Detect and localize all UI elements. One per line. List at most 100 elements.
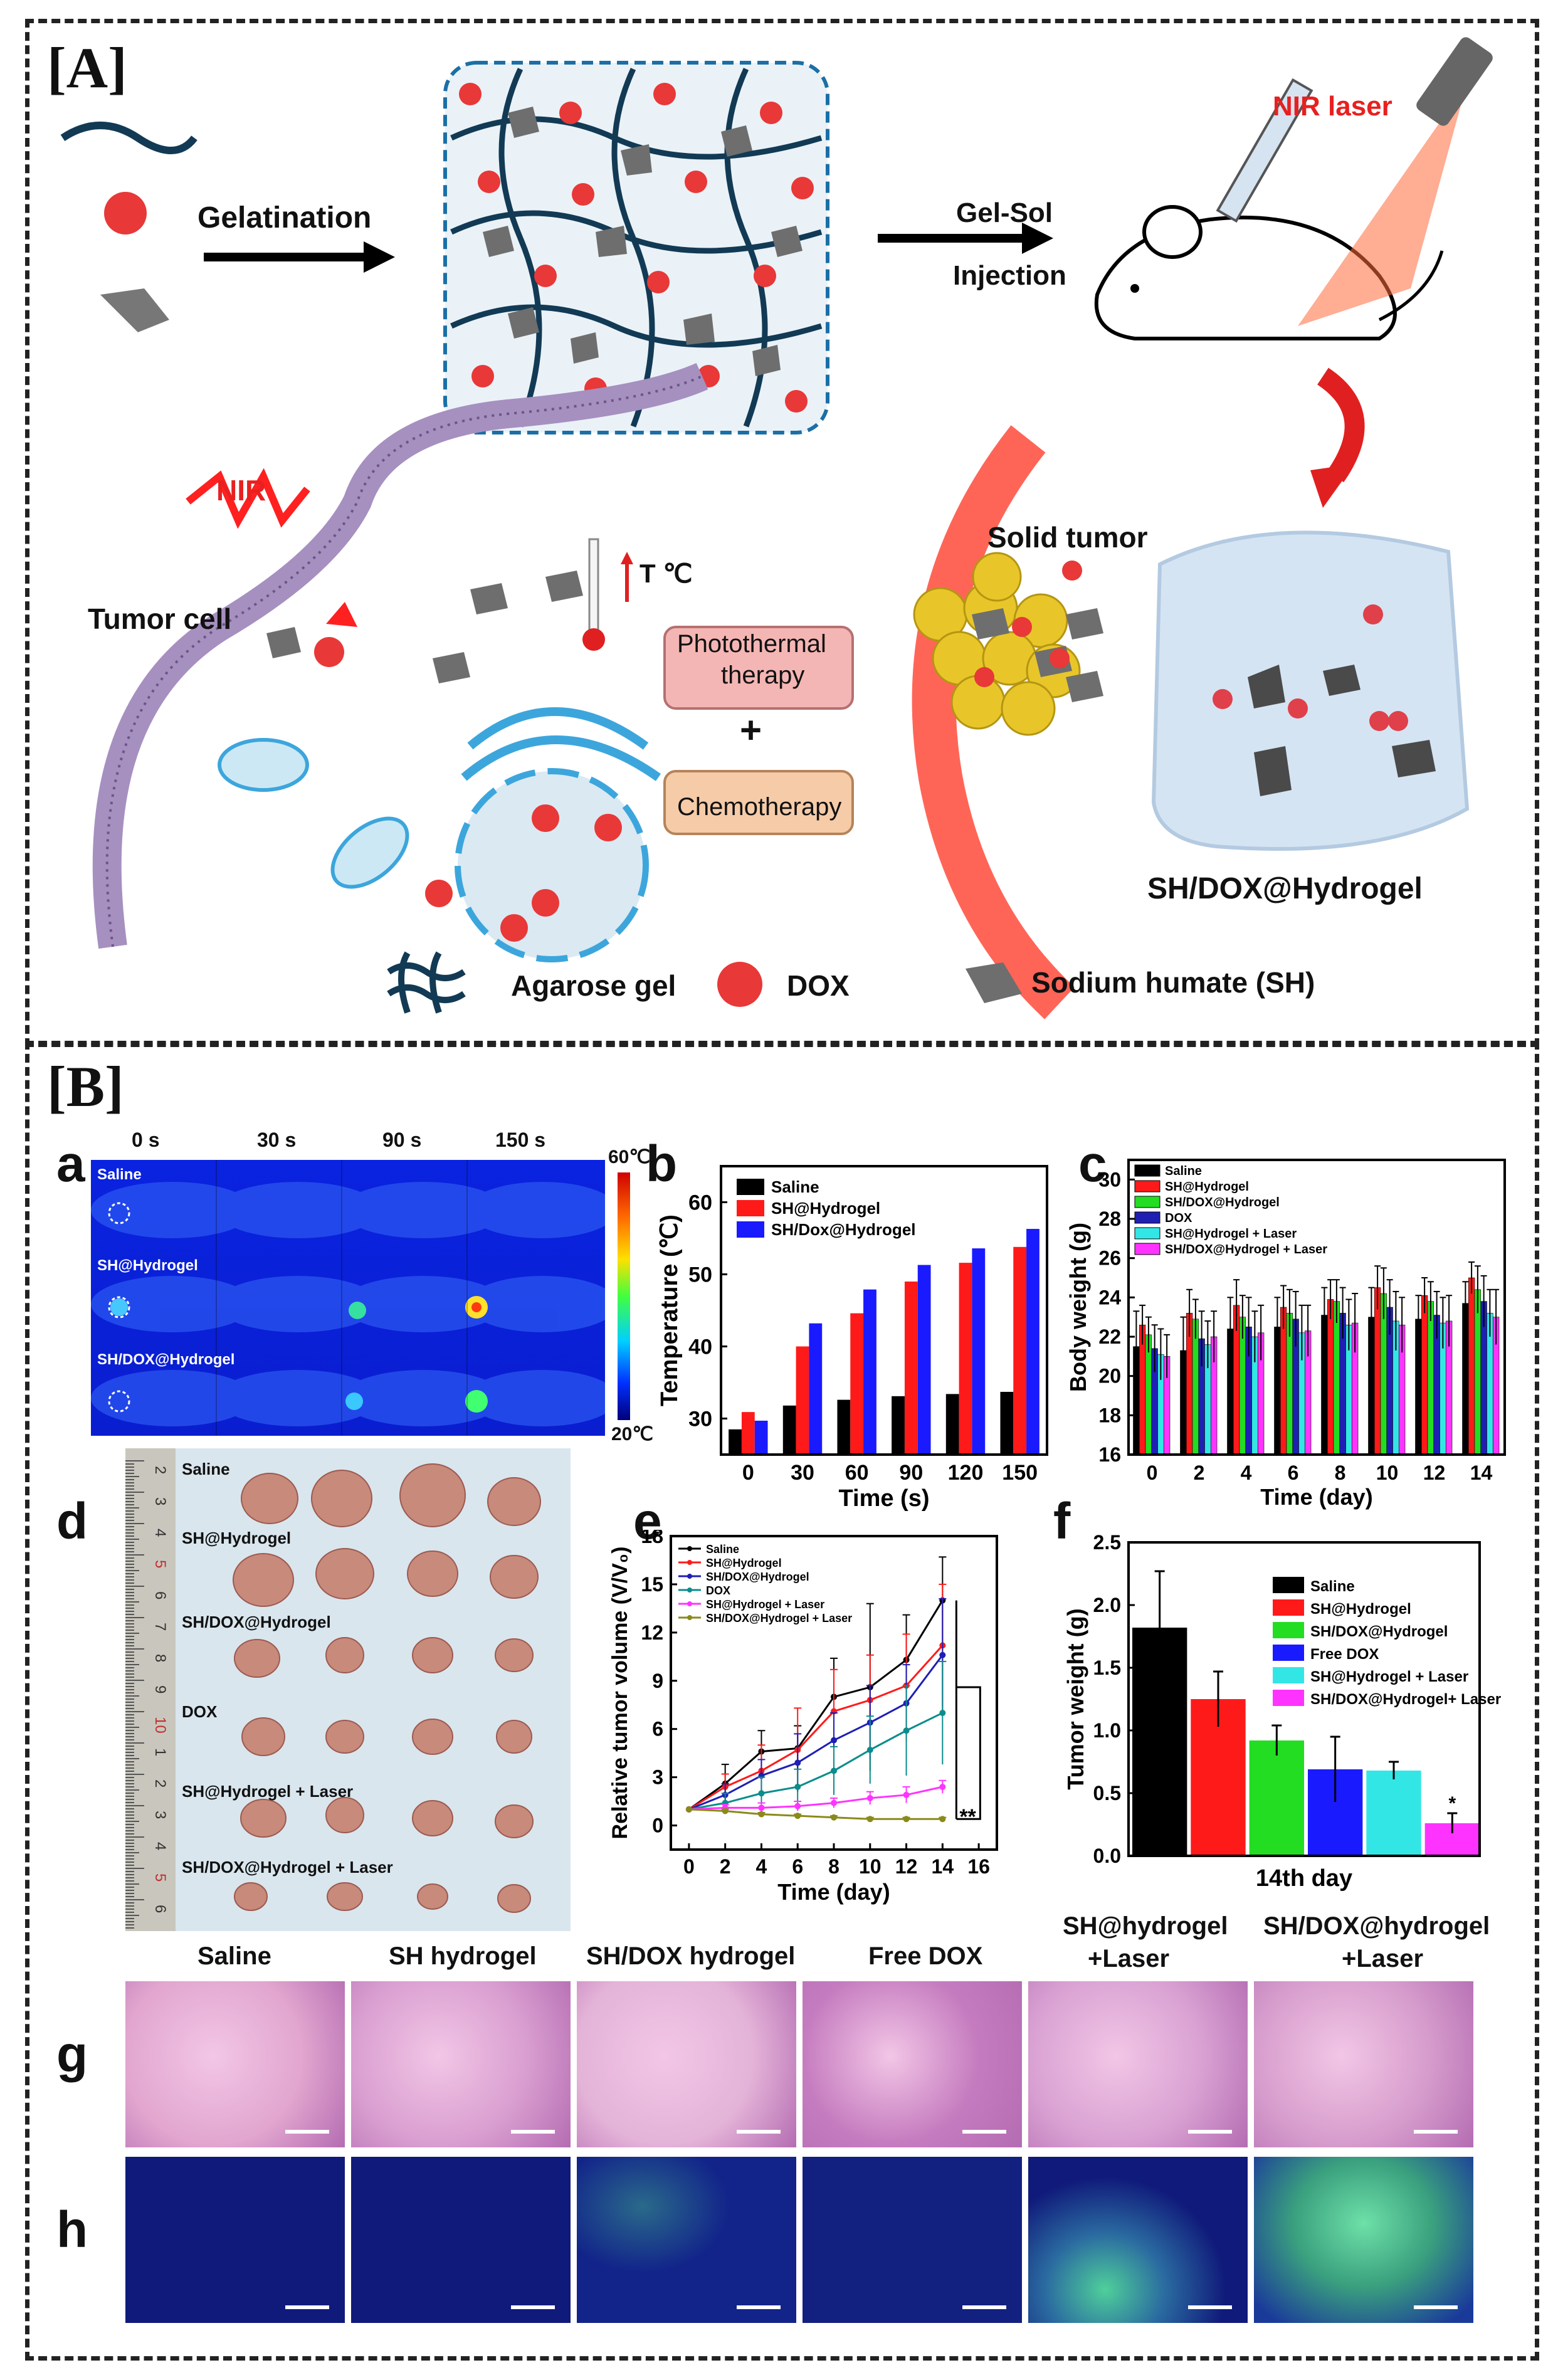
photo-row-3: DOX bbox=[182, 1702, 218, 1721]
legend-label-f-4: SH@Hydrogel + Laser bbox=[1310, 1668, 1468, 1685]
legend-label-e-3: DOX bbox=[706, 1584, 730, 1597]
bar-b-1-3 bbox=[904, 1282, 918, 1455]
legend-swatch-c-3 bbox=[1134, 1211, 1161, 1224]
bar-b-2-0 bbox=[754, 1420, 768, 1455]
chart-e: SalineSH@HydrogelSH/DOX@HydrogelDOXSH@Hy… bbox=[608, 1530, 998, 1905]
legend-swatch-f-4 bbox=[1273, 1667, 1304, 1683]
bar-f-4 bbox=[1366, 1771, 1421, 1856]
dox-icon bbox=[104, 192, 147, 234]
bar-b-1-2 bbox=[850, 1313, 864, 1455]
point-e-4-4 bbox=[831, 1799, 837, 1806]
ytick-label-b: 40 bbox=[688, 1335, 712, 1359]
ytick-label-f: 1.0 bbox=[1093, 1719, 1121, 1742]
point-e-2-3 bbox=[794, 1759, 801, 1766]
ruler-label: 4 bbox=[152, 1842, 169, 1850]
histo-col-2: SH/DOX hydrogel bbox=[586, 1942, 796, 1970]
point-e-4-5 bbox=[866, 1794, 873, 1801]
time-label-3: 150 s bbox=[495, 1129, 546, 1151]
bar-b-2-5 bbox=[1026, 1229, 1040, 1455]
thermal-row-sh: SH@Hydrogel bbox=[97, 1257, 198, 1274]
xtick-label-b: 90 bbox=[899, 1461, 923, 1485]
ytick-label-c: 26 bbox=[1098, 1247, 1121, 1270]
legend-swatch-c-5 bbox=[1134, 1243, 1161, 1255]
point-e-5-1 bbox=[722, 1808, 729, 1814]
bar-b-0-2 bbox=[837, 1399, 851, 1455]
ruler-label: 2 bbox=[152, 1779, 169, 1788]
legend-marker-e-1 bbox=[687, 1560, 692, 1565]
bar-b-2-4 bbox=[972, 1248, 986, 1455]
xtick-label-e: 12 bbox=[895, 1855, 918, 1878]
sig-label-e: ** bbox=[959, 1805, 976, 1829]
scale-bar bbox=[737, 2130, 781, 2134]
time-label-0: 0 s bbox=[132, 1129, 160, 1151]
point-e-4-6 bbox=[903, 1791, 910, 1798]
legend-swatch-b-2 bbox=[737, 1221, 764, 1238]
bar-c-1-4 bbox=[1327, 1299, 1334, 1455]
colorbar-min: 20℃ bbox=[611, 1424, 654, 1445]
legend-swatch-c-2 bbox=[1134, 1196, 1161, 1208]
ruler-label: 10 bbox=[152, 1717, 169, 1734]
chemotherapy-label: Chemotherapy bbox=[677, 793, 842, 821]
bar-c-2-4 bbox=[1333, 1301, 1340, 1455]
point-e-3-3 bbox=[794, 1784, 801, 1790]
he-image-2 bbox=[577, 1981, 796, 2147]
ruler-label: 6 bbox=[152, 1905, 169, 1913]
sub-h-label: h bbox=[56, 2201, 88, 2258]
legend-label-b-2: SH/Dox@Hydrogel bbox=[771, 1220, 916, 1239]
ruler-label: 3 bbox=[152, 1811, 169, 1819]
legend-swatch-b-1 bbox=[737, 1200, 764, 1216]
tumor-cell-label: Tumor cell bbox=[88, 603, 232, 635]
xtick-label-e: 4 bbox=[756, 1855, 767, 1878]
point-e-5-4 bbox=[831, 1814, 837, 1821]
laser-beam bbox=[1298, 94, 1464, 326]
ytick-label-b: 50 bbox=[688, 1263, 712, 1287]
xtick-label-b: 0 bbox=[742, 1461, 754, 1485]
time-label-1: 30 s bbox=[257, 1129, 297, 1151]
photothermal-label-1: Photothermal bbox=[677, 630, 826, 658]
solid-tumor-label: Solid tumor bbox=[987, 521, 1148, 554]
ytick-label-f: 2.0 bbox=[1093, 1594, 1121, 1616]
sub-d-label: d bbox=[56, 1493, 88, 1550]
xtick-label-c: 0 bbox=[1147, 1461, 1158, 1484]
legend-marker-e-5 bbox=[687, 1615, 692, 1620]
legend-label-c-2: SH/DOX@Hydrogel bbox=[1165, 1196, 1280, 1209]
photothermal-label-2: therapy bbox=[721, 661, 805, 689]
sig-label-f: * bbox=[1448, 1793, 1456, 1814]
bar-c-1-5 bbox=[1374, 1287, 1381, 1455]
ytick-label-e: 12 bbox=[641, 1621, 663, 1644]
ruler-label: 6 bbox=[152, 1591, 169, 1599]
photo-row-4: SH@Hydrogel + Laser bbox=[182, 1782, 354, 1801]
ruler-label: 2 bbox=[152, 1466, 169, 1474]
thermal-row-shdox: SH/DOX@Hydrogel bbox=[97, 1351, 235, 1368]
xtick-label-c: 12 bbox=[1423, 1461, 1446, 1484]
solid-tumor-icon bbox=[913, 552, 1081, 736]
xtick-label-c: 8 bbox=[1335, 1461, 1346, 1484]
legend-swatch-f-2 bbox=[1273, 1622, 1304, 1638]
chart-c: SalineSH@HydrogelSH/DOX@HydrogelDOXSH@Hy… bbox=[1065, 1159, 1506, 1510]
ruler-label: 4 bbox=[152, 1529, 169, 1537]
sub-c-label: c bbox=[1078, 1135, 1107, 1193]
bar-c-1-3 bbox=[1280, 1307, 1287, 1455]
bar-b-2-3 bbox=[917, 1265, 931, 1455]
bar-c-2-6 bbox=[1427, 1301, 1434, 1455]
xtick-label-e: 16 bbox=[967, 1855, 990, 1878]
ytick-label-f: 2.5 bbox=[1093, 1531, 1121, 1554]
tunel-image-4 bbox=[1028, 2157, 1248, 2323]
bar-c-1-6 bbox=[1421, 1295, 1428, 1455]
ytick-label-e: 15 bbox=[641, 1573, 663, 1596]
scale-bar bbox=[285, 2305, 329, 2309]
ruler-label: 3 bbox=[152, 1497, 169, 1505]
xtick-label-b: 30 bbox=[791, 1461, 814, 1485]
point-e-5-3 bbox=[794, 1813, 801, 1819]
laser-device-icon bbox=[1416, 37, 1493, 126]
ruler-label: 9 bbox=[152, 1685, 169, 1693]
ytick-label-f: 0.0 bbox=[1093, 1845, 1121, 1867]
bar-f-2 bbox=[1249, 1740, 1304, 1856]
legend-swatch-f-1 bbox=[1273, 1599, 1304, 1616]
series-line-e-4 bbox=[688, 1786, 943, 1811]
legend-swatch-f-3 bbox=[1273, 1645, 1304, 1661]
legend-marker-e-2 bbox=[687, 1574, 692, 1579]
histo-col-0: Saline bbox=[197, 1942, 271, 1970]
ruler-label: 7 bbox=[152, 1623, 169, 1631]
xlabel-f: 14th day bbox=[1256, 1865, 1352, 1892]
